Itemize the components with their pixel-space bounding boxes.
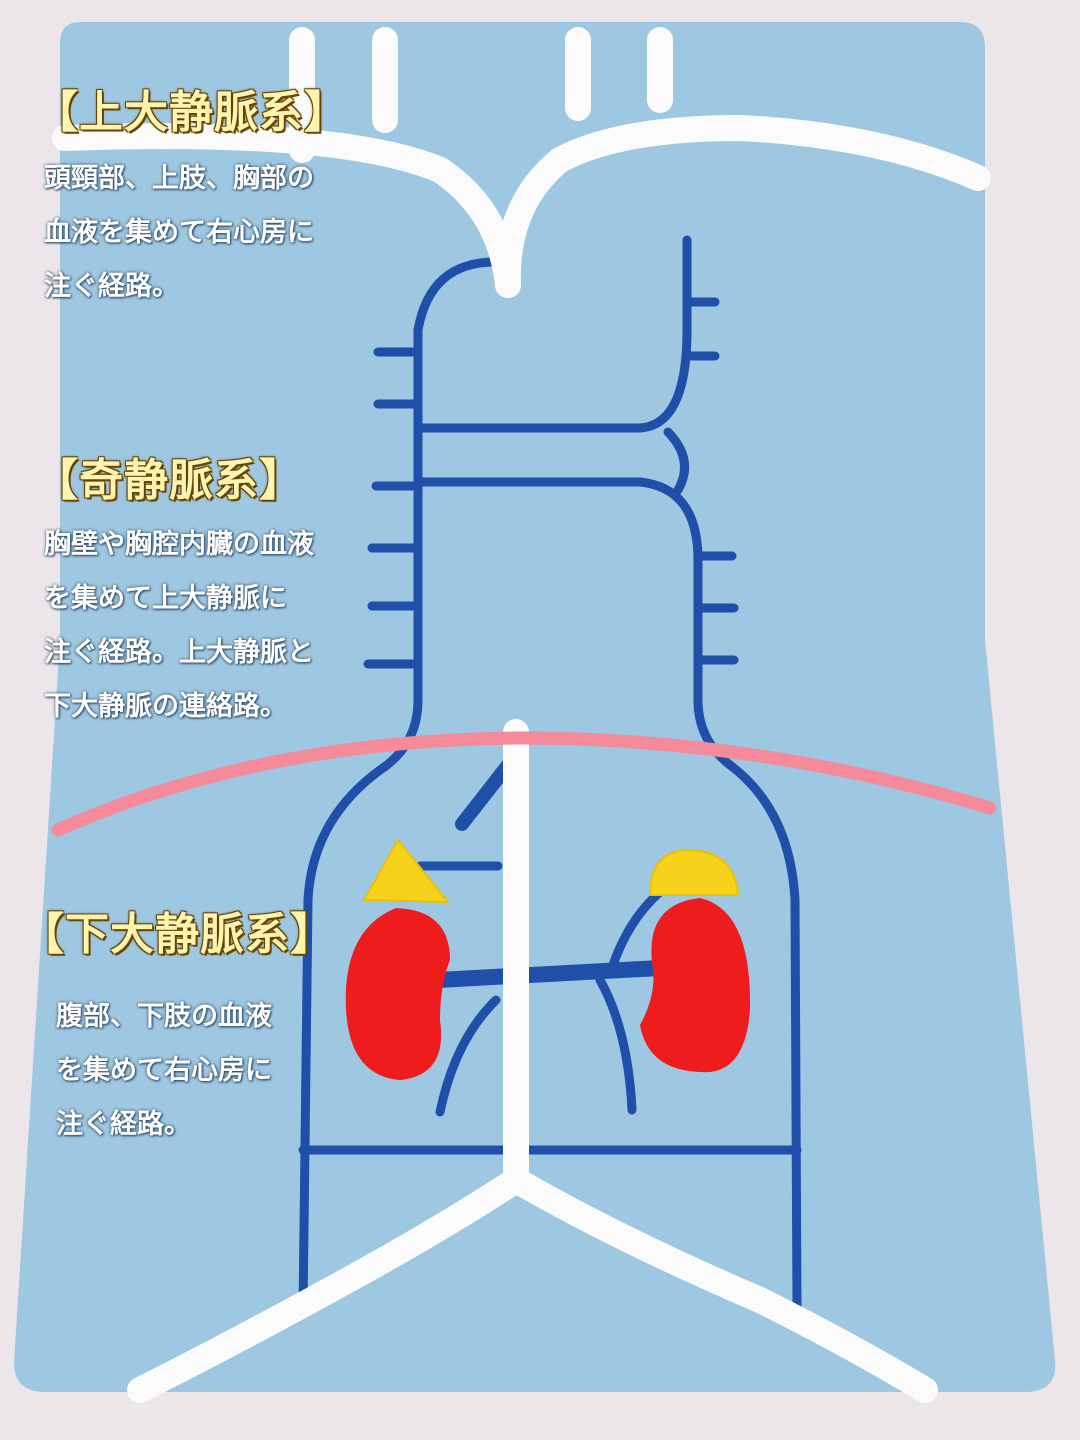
desc-line: を集めて右心房に [56, 1055, 272, 1086]
desc-line: 胸壁や胸腔内臓の血液 [44, 529, 314, 560]
desc-line: 注ぐ経路。 [44, 271, 179, 302]
connecting-vein [663, 427, 689, 495]
section-title-ivc: 【下大静脈系】 [20, 909, 335, 960]
desc-line: を集めて上大静脈に [44, 583, 287, 614]
section-desc-svc: 頭頸部、上肢、胸部の 血液を集めて右心房に 注ぐ経路。 [44, 152, 314, 314]
desc-line: 下大静脈の連絡路。 [44, 691, 287, 722]
section-title-svc: 【上大静脈系】 [34, 87, 349, 138]
section-desc-ivc: 腹部、下肢の血液 を集めて右心房に 注ぐ経路。 [56, 990, 272, 1152]
section-desc-azygos: 胸壁や胸腔内臓の血液 を集めて上大静脈に 注ぐ経路。上大静脈と 下大静脈の連絡路… [44, 518, 314, 734]
vena-cava-system [52, 27, 991, 1403]
kidney-right-icon [640, 898, 751, 1073]
hemiazygos-vein [415, 477, 802, 1315]
subclavian-right-wide [494, 115, 991, 298]
desc-line: 血液を集めて右心房に [44, 217, 314, 248]
common-iliac-left [127, 1167, 529, 1403]
adrenal-vein-left [607, 887, 665, 973]
gonadal-vein-right [435, 995, 501, 1117]
subclavian-left-wide [52, 123, 521, 298]
diaphragm [51, 731, 997, 837]
gonadal-vein-left [595, 975, 637, 1115]
desc-line: 腹部、下肢の血液 [56, 1001, 272, 1032]
kidney-left-icon [345, 908, 450, 1080]
desc-line: 頭頸部、上肢、胸部の [44, 163, 314, 194]
adrenal-gland-right-icon [648, 848, 740, 896]
accessory-hemiazygos-vein [415, 235, 692, 433]
section-title-azygos: 【奇静脈系】 [34, 455, 304, 506]
desc-line: 注ぐ経路。上大静脈と [44, 637, 314, 668]
renal-vein [430, 960, 668, 988]
desc-line: 注ぐ経路。 [56, 1109, 191, 1140]
common-iliac-right [503, 1167, 938, 1403]
adrenal-gland-left-icon [362, 838, 451, 904]
